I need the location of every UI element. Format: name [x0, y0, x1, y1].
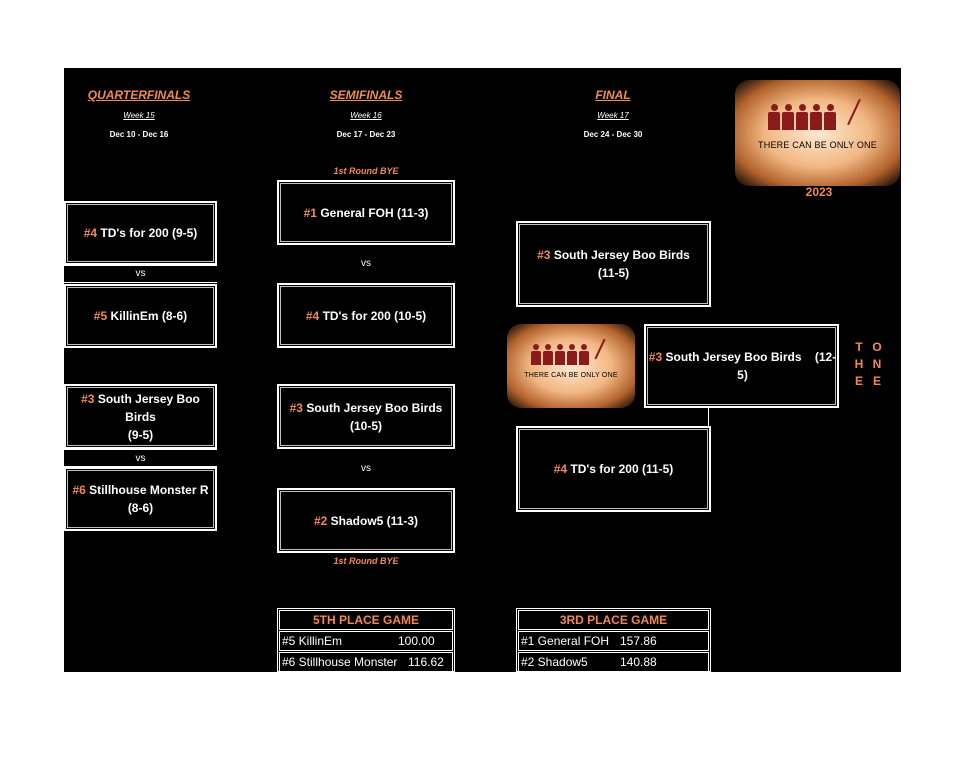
team-record: (9-5) — [127, 427, 154, 442]
qf1-top-team: #4 TD's for 200 (9-5) — [64, 201, 217, 265]
seed-label: #4 — [83, 226, 98, 240]
final-title: FINAL — [595, 88, 631, 102]
qf2-top-team: #3 South Jersey Boo Birds (9-5) — [64, 384, 217, 449]
letter: T — [855, 340, 863, 354]
team-name: #2 Shadow5 — [521, 655, 588, 669]
connector-line — [708, 408, 709, 428]
score: 100.00 — [398, 634, 435, 648]
team-name: #1 General FOH — [521, 634, 610, 648]
middle-logo-image: THERE CAN BE ONLY ONE — [507, 324, 635, 408]
team-name: Shadow5 (11-3) — [330, 513, 419, 528]
table-row: #5 KillinEm 100.00 — [279, 631, 453, 651]
quarterfinals-dates: Dec 10 - Dec 16 — [109, 130, 169, 139]
team-record: (11-5) — [597, 266, 630, 280]
seed-label: #4 — [305, 308, 320, 323]
seed-label: #3 — [289, 400, 303, 415]
seed-label: #5 — [93, 309, 108, 323]
sf2-top-team: #3 South Jersey Boo Birds (10-5) — [277, 384, 455, 449]
team-record: (8-6) — [127, 501, 154, 515]
bye-label-bottom: 1st Round BYE — [333, 556, 399, 566]
connector-line — [64, 449, 217, 450]
seed-label: #6 — [72, 483, 86, 497]
qf1-vs: vs — [135, 268, 146, 279]
sf2-bottom-team: #2 Shadow5 (11-3) — [277, 488, 455, 553]
team-name: South Jersey Boo Birds — [97, 391, 200, 424]
connector-line — [64, 265, 217, 266]
sf1-vs: vs — [361, 258, 371, 269]
qf2-vs: vs — [135, 453, 146, 464]
team-record: (12-5) — [737, 350, 837, 382]
letter: E — [872, 374, 881, 388]
score: 140.88 — [620, 655, 657, 669]
semifinals-week: Week 16 — [350, 111, 382, 120]
sf1-bottom-team: #4 TD's for 200 (10-5) — [277, 283, 455, 348]
semifinals-dates: Dec 17 - Dec 23 — [336, 130, 396, 139]
team-record: (10-5) — [349, 418, 382, 433]
bracket-board: QUARTERFINALS Week 15 Dec 10 - Dec 16 SE… — [64, 68, 901, 672]
letter: E — [854, 374, 863, 388]
figures-icon — [768, 104, 836, 130]
team-name: TD's for 200 (9-5) — [100, 226, 198, 240]
team-name: KillinEm (8-6) — [110, 309, 188, 323]
logo-tagline: THERE CAN BE ONLY ONE — [524, 372, 618, 379]
table-row: #2 Shadow5 140.88 — [518, 652, 709, 672]
top-logo-image: THERE CAN BE ONLY ONE — [735, 80, 900, 186]
seed-label: #4 — [553, 462, 568, 476]
team-name: TD's for 200 (11-5) — [570, 462, 674, 476]
sf1-top-team: #1 General FOH (11-3) — [277, 180, 455, 245]
team-name: Stillhouse Monster R — [89, 483, 209, 497]
sf2-vs: vs — [361, 463, 371, 474]
final-week: Week 17 — [597, 111, 629, 120]
quarterfinals-week: Week 15 — [123, 111, 155, 120]
semifinals-title: SEMIFINALS — [329, 88, 403, 102]
connector-line — [64, 466, 217, 467]
quarterfinals-title: QUARTERFINALS — [87, 88, 191, 102]
seed-label: #2 — [313, 513, 328, 528]
third-place-table: 3RD PLACE GAME #1 General FOH 157.86 #2 … — [516, 608, 711, 672]
third-place-title: 3RD PLACE GAME — [518, 610, 709, 630]
letter: H — [854, 357, 864, 371]
team-name: #6 Stillhouse Monster — [282, 655, 398, 669]
team-name: TD's for 200 (10-5) — [322, 308, 427, 323]
team-name: South Jersey Boo Birds — [665, 350, 802, 364]
the-one-col1: T H E — [852, 339, 866, 390]
qf1-bottom-team: #5 KillinEm (8-6) — [64, 284, 217, 348]
seed-label: #1 — [303, 205, 317, 220]
bye-label-top: 1st Round BYE — [333, 166, 399, 176]
seed-label: #3 — [81, 391, 95, 406]
final-bottom-team: #4 TD's for 200 (11-5) — [516, 426, 711, 512]
team-name: General FOH (11-3) — [320, 205, 429, 220]
letter: N — [872, 357, 882, 371]
sword-icon — [847, 98, 861, 126]
score: 116.62 — [408, 655, 444, 669]
team-name: South Jersey Boo Birds — [553, 248, 690, 262]
connector-line — [64, 282, 217, 283]
team-name: South Jersey Boo Birds — [306, 400, 443, 415]
seed-label: #3 — [537, 248, 551, 262]
fifth-place-title: 5TH PLACE GAME — [279, 610, 453, 630]
final-top-team: #3 South Jersey Boo Birds (11-5) — [516, 221, 711, 307]
season-year: 2023 — [805, 185, 833, 199]
fifth-place-table: 5TH PLACE GAME #5 KillinEm 100.00 #6 Sti… — [277, 608, 455, 672]
team-name: #5 KillinEm — [282, 634, 343, 648]
letter: O — [872, 340, 882, 354]
table-row: #6 Stillhouse Monster 116.62 — [279, 652, 453, 672]
seed-label: #3 — [648, 350, 663, 364]
final-dates: Dec 24 - Dec 30 — [583, 130, 643, 139]
logo-tagline: THERE CAN BE ONLY ONE — [758, 140, 877, 150]
qf2-bottom-team: #6 Stillhouse Monster R (8-6) — [64, 467, 217, 531]
champion-team: #3 South Jersey Boo Birds (12-5) — [644, 324, 839, 408]
table-row: #1 General FOH 157.86 — [518, 631, 709, 651]
sword-icon — [594, 338, 606, 360]
the-one-col2: O N E — [870, 339, 884, 390]
figures-icon — [531, 344, 589, 365]
score: 157.86 — [620, 634, 657, 648]
